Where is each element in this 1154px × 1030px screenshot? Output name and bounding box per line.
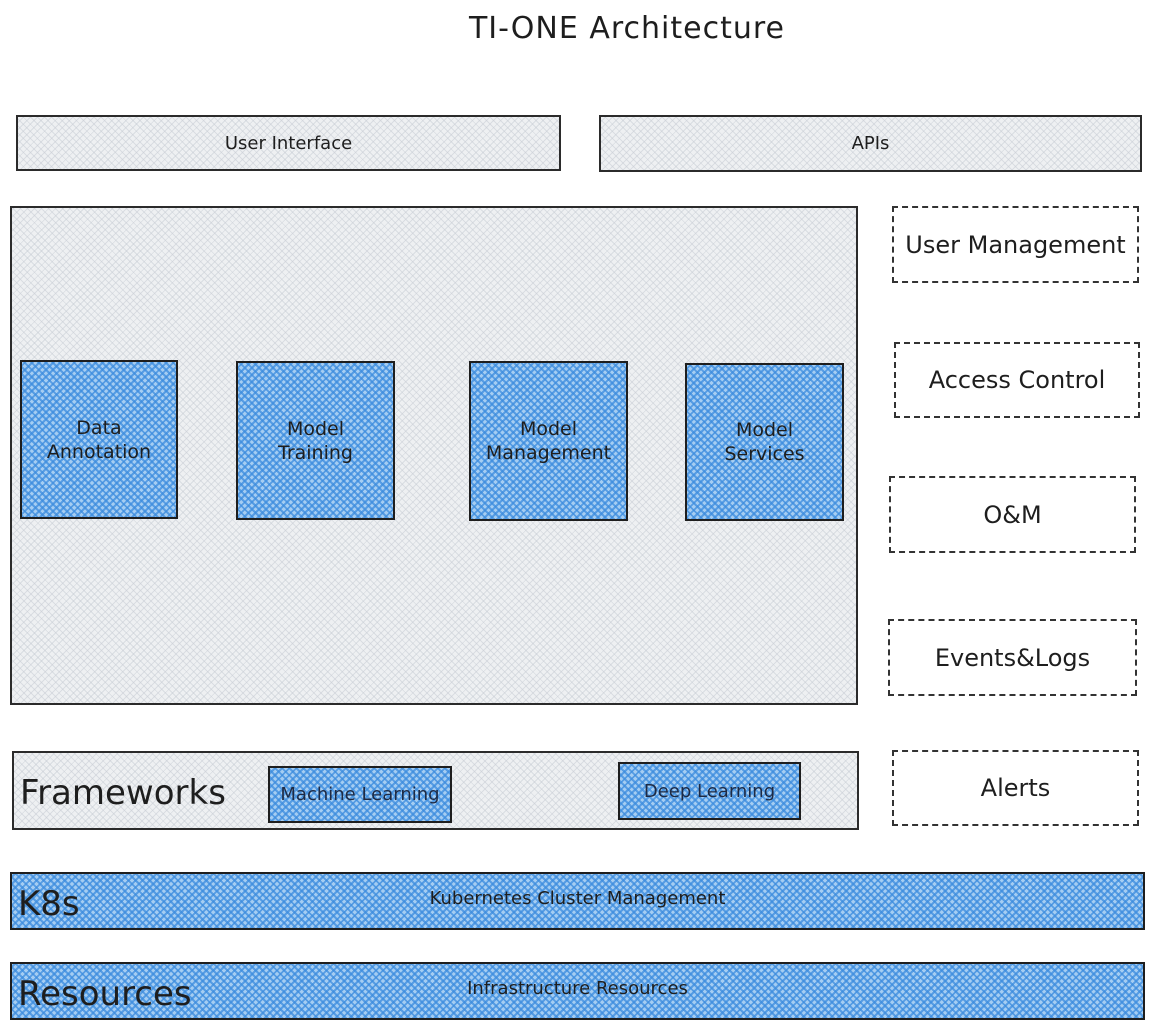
side-om-label: O&M	[983, 500, 1042, 529]
side-access-control[interactable]: Access Control	[894, 342, 1140, 418]
resources-description: Infrastructure Resources	[467, 977, 688, 999]
diagram-title-text: TI-ONE Architecture	[468, 10, 786, 46]
k8s-layer[interactable]: K8s Kubernetes Cluster Management	[10, 872, 1145, 930]
diagram-title: TI-ONE Architecture	[0, 6, 1154, 50]
module-model-training-line2: Training	[278, 441, 353, 464]
side-alerts-label: Alerts	[980, 774, 1051, 802]
module-model-training[interactable]: Model Training	[236, 361, 395, 520]
user-interface-box[interactable]: User Interface	[16, 115, 561, 171]
module-model-management-line2: Management	[485, 442, 612, 464]
resources-label: Resources	[18, 974, 192, 1014]
k8s-description: Kubernetes Cluster Management	[429, 887, 726, 909]
module-model-management[interactable]: Model Management	[469, 361, 628, 521]
side-access-control-label: Access Control	[928, 366, 1106, 394]
side-user-management-label: User Management	[905, 230, 1126, 259]
user-interface-label: User Interface	[224, 132, 353, 154]
side-events-logs[interactable]: Events&Logs	[888, 619, 1137, 696]
module-model-services-line1: Model	[735, 419, 794, 441]
framework-machine-learning[interactable]: Machine Learning	[268, 766, 452, 823]
module-data-annotation-line1: Data	[76, 416, 122, 439]
side-user-management[interactable]: User Management	[892, 206, 1139, 283]
module-model-services[interactable]: Model Services	[685, 363, 844, 521]
apis-label: APIs	[851, 133, 890, 154]
side-om[interactable]: O&M	[889, 476, 1136, 553]
framework-machine-learning-label: Machine Learning	[280, 784, 440, 805]
side-events-logs-label: Events&Logs	[934, 643, 1091, 672]
side-alerts[interactable]: Alerts	[892, 750, 1139, 826]
k8s-label: K8s	[18, 884, 80, 924]
module-data-annotation-line2: Annotation	[46, 440, 152, 463]
framework-deep-learning-label: Deep Learning	[643, 780, 776, 802]
module-model-management-line1: Model	[519, 418, 578, 440]
module-data-annotation[interactable]: Data Annotation	[20, 360, 178, 519]
apis-box[interactable]: APIs	[599, 115, 1142, 172]
module-model-training-line1: Model	[286, 417, 345, 440]
framework-deep-learning[interactable]: Deep Learning	[618, 762, 801, 820]
frameworks-label: Frameworks	[20, 773, 226, 813]
module-model-services-line2: Services	[724, 443, 805, 465]
resources-layer[interactable]: Resources Infrastructure Resources	[10, 962, 1145, 1020]
